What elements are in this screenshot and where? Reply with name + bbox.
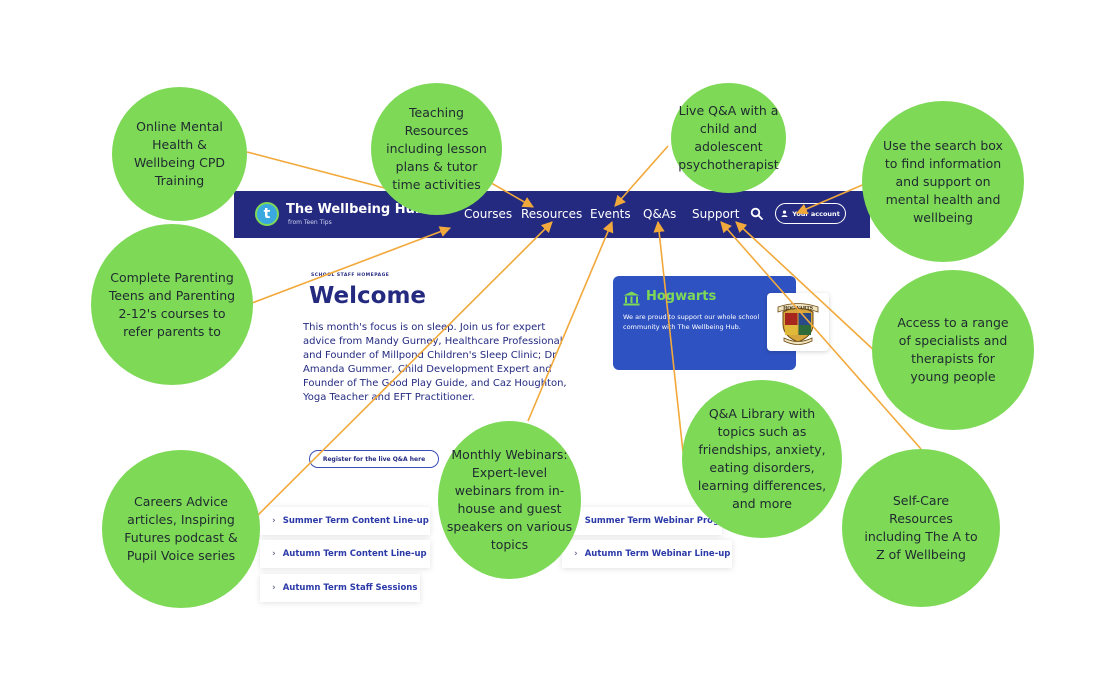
bubble-text: Access to a range of specialists and the… xyxy=(897,315,1009,384)
school-text: We are proud to support our whole school… xyxy=(623,313,760,331)
bubble-text: Careers Advice articles, Inspiring Futur… xyxy=(124,494,238,563)
autumn-term-content-link[interactable]: › Autumn Term Content Line-up xyxy=(260,540,430,568)
user-icon xyxy=(781,210,788,217)
bubble-text: Online Mental Health & Wellbeing CPD Tra… xyxy=(133,119,226,188)
summer-term-webinar-link[interactable]: › Summer Term Webinar Programme xyxy=(562,507,722,535)
lineup-label: Autumn Term Webinar Line-up xyxy=(584,549,731,559)
bubble-text: Self-Care Resources including The A to Z… xyxy=(864,493,978,562)
your-account-button[interactable]: Your account xyxy=(775,203,846,224)
bubble-live-qa: Live Q&A with a child and adolescent psy… xyxy=(671,83,786,193)
nav-resources[interactable]: Resources xyxy=(521,207,583,221)
chevron-right-icon: › xyxy=(574,549,578,559)
bubble-careers-advice: Careers Advice articles, Inspiring Futur… xyxy=(102,450,260,608)
bubble-text: Complete Parenting Teens and Parenting 2… xyxy=(108,269,236,339)
chevron-right-icon: › xyxy=(272,583,276,593)
bubble-text: Q&A Library with topics such as friendsh… xyxy=(697,406,827,511)
bubble-cpd-training: Online Mental Health & Wellbeing CPD Tra… xyxy=(112,87,247,221)
bubble-text: Monthly Webinars: Expert-level webinars … xyxy=(446,447,573,552)
bubble-text: Teaching Resources including lesson plan… xyxy=(386,105,487,192)
bubble-parenting-courses: Complete Parenting Teens and Parenting 2… xyxy=(91,224,253,385)
autumn-term-webinar-link[interactable]: › Autumn Term Webinar Line-up xyxy=(562,540,732,568)
lineup-label: Summer Term Content Line-up xyxy=(282,516,429,526)
nav-events[interactable]: Events xyxy=(590,207,631,221)
brand-subtitle: from Teen Tips xyxy=(288,219,332,226)
navbar: t The Wellbeing Hub from Teen Tips Cours… xyxy=(234,191,870,238)
chevron-right-icon: › xyxy=(272,516,276,526)
lineup-label: Autumn Term Staff Sessions xyxy=(282,583,418,593)
bubble-qa-library: Q&A Library with topics such as friendsh… xyxy=(682,380,842,538)
school-crest-image: HOGWARTS xyxy=(777,303,819,345)
school-name: Hogwarts xyxy=(646,289,717,304)
chevron-right-icon: › xyxy=(272,549,276,559)
nav-support[interactable]: Support xyxy=(692,207,740,221)
eyebrow-label: SCHOOL STAFF HOMEPAGE xyxy=(311,273,390,278)
lineup-label: Summer Term Webinar Programme xyxy=(584,516,722,526)
school-crest: HOGWARTS xyxy=(767,293,829,351)
your-account-label: Your account xyxy=(792,209,840,218)
nav-qas[interactable]: Q&As xyxy=(643,207,677,221)
search-icon[interactable] xyxy=(750,207,764,221)
register-live-qa-button[interactable]: Register for the live Q&A here xyxy=(309,450,439,468)
intro-text: This month's focus is on sleep. Join us … xyxy=(303,322,567,403)
bubble-monthly-webinars: Monthly Webinars: Expert-level webinars … xyxy=(438,421,581,579)
autumn-term-staff-link[interactable]: › Autumn Term Staff Sessions xyxy=(260,574,420,602)
lineup-label: Autumn Term Content Line-up xyxy=(282,549,427,559)
bubble-teaching-resources: Teaching Resources including lesson plan… xyxy=(371,83,502,215)
bubble-self-care: Self-Care Resources including The A to Z… xyxy=(842,449,1000,607)
bubble-text: Use the search box to find information a… xyxy=(883,137,1003,225)
crest-text: HOGWARTS xyxy=(783,307,813,312)
page-title: Welcome xyxy=(309,283,427,309)
school-building-icon xyxy=(623,291,640,306)
logo-icon[interactable]: t xyxy=(255,202,279,226)
summer-term-content-link[interactable]: › Summer Term Content Line-up xyxy=(260,507,430,535)
bubble-search-box: Use the search box to find information a… xyxy=(862,101,1024,262)
nav-courses[interactable]: Courses xyxy=(464,207,513,221)
bubble-specialists: Access to a range of specialists and the… xyxy=(872,270,1034,430)
bubble-text: Live Q&A with a child and adolescent psy… xyxy=(678,103,779,172)
